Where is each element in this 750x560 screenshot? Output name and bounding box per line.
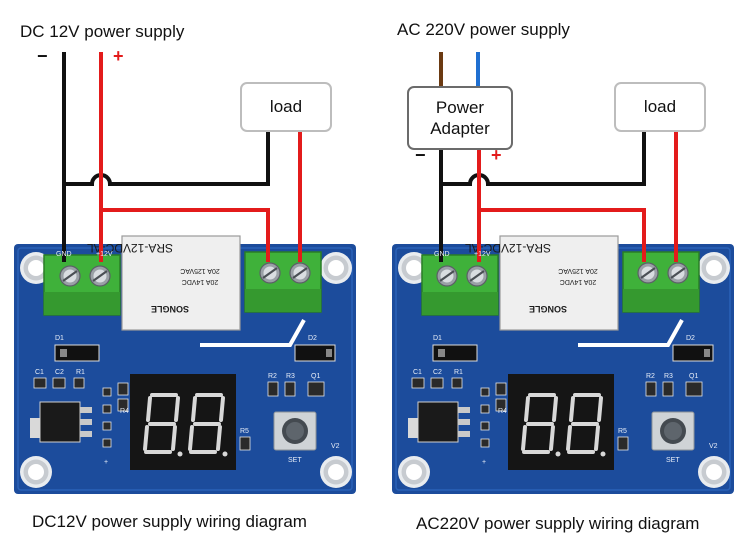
right-diagram: SRA-12VDC-AL 20A 125VAC 20A 14VDC SONGLE…	[392, 52, 734, 494]
left-load-box: load	[240, 82, 332, 132]
left-title: DC 12V power supply	[20, 22, 185, 41]
power-adapter-line2: Adapter	[430, 119, 490, 138]
power-adapter-box: Power Adapter	[407, 86, 513, 150]
label-d1: D1	[55, 335, 64, 342]
label-r5: R5	[618, 428, 627, 435]
relay-brand-text: SONGLE	[151, 304, 189, 314]
label-c2: C2	[55, 369, 64, 376]
output-terminal-block	[244, 251, 322, 313]
label-plus: +	[482, 459, 486, 466]
label-q1: Q1	[311, 373, 320, 380]
right-plus-sign: +	[491, 145, 502, 165]
output-terminal-block	[622, 251, 700, 313]
voltage-regulator	[30, 401, 92, 443]
input-terminal-block	[43, 254, 121, 316]
set-button: SET V2	[273, 411, 340, 464]
label-set: SET	[288, 457, 302, 464]
right-title: AC 220V power supply	[397, 20, 570, 39]
power-adapter-line1: Power	[435, 97, 485, 117]
label-r3: R3	[286, 373, 295, 380]
label-r2: R2	[646, 373, 655, 380]
label-c1: C1	[35, 369, 44, 376]
label-r3: R3	[664, 373, 673, 380]
label-r4: R4	[498, 408, 507, 415]
label-12v: +12V	[96, 251, 113, 258]
left-minus-sign: −	[37, 46, 48, 66]
label-d2: D2	[308, 335, 317, 342]
right-load-box: load	[614, 82, 706, 132]
seven-segment-display	[508, 374, 614, 470]
label-r4: R4	[120, 408, 129, 415]
seven-segment-display	[130, 374, 236, 470]
right-load-label: load	[643, 97, 677, 117]
left-diagram: SRA-12VDC-AL 20A 125VAC 20A 14VDC SONGLE…	[14, 52, 356, 494]
left-load-label: load	[269, 97, 303, 117]
label-r1: R1	[454, 369, 463, 376]
label-r2: R2	[268, 373, 277, 380]
relay-rating-text-2: 20A 14VDC	[560, 278, 597, 285]
relay: SRA-12VDC-AL 20A 125VAC 20A 14VDC SONGLE	[465, 235, 619, 331]
input-terminal-block	[421, 254, 499, 316]
label-12v: +12V	[474, 251, 491, 258]
voltage-regulator	[408, 401, 470, 443]
label-r5: R5	[240, 428, 249, 435]
label-r1: R1	[76, 369, 85, 376]
left-wires	[62, 52, 302, 262]
label-v2: V2	[709, 443, 718, 450]
left-caption: DC12V power supply wiring diagram	[32, 512, 307, 531]
relay-model-text: SRA-12VDC-AL	[87, 241, 173, 255]
label-c1: C1	[413, 369, 422, 376]
label-d1: D1	[433, 335, 442, 342]
relay-model-text: SRA-12VDC-AL	[465, 241, 551, 255]
label-q1: Q1	[689, 373, 698, 380]
label-plus: +	[104, 459, 108, 466]
right-wires	[439, 52, 678, 262]
right-caption: AC220V power supply wiring diagram	[416, 514, 700, 533]
left-plus-sign: +	[113, 46, 124, 66]
label-v2: V2	[331, 443, 340, 450]
right-minus-sign: −	[415, 145, 426, 165]
label-set: SET	[666, 457, 680, 464]
label-c2: C2	[433, 369, 442, 376]
set-button: SET V2	[651, 411, 718, 464]
relay-brand-text: SONGLE	[529, 304, 567, 314]
label-gnd: GND	[56, 251, 72, 258]
relay-rating-text: 20A 125VAC	[558, 267, 598, 274]
relay-rating-text: 20A 125VAC	[180, 267, 220, 274]
label-d2: D2	[686, 335, 695, 342]
relay-rating-text-2: 20A 14VDC	[182, 278, 219, 285]
relay: SRA-12VDC-AL 20A 125VAC 20A 14VDC SONGLE	[87, 235, 241, 331]
label-gnd: GND	[434, 251, 450, 258]
